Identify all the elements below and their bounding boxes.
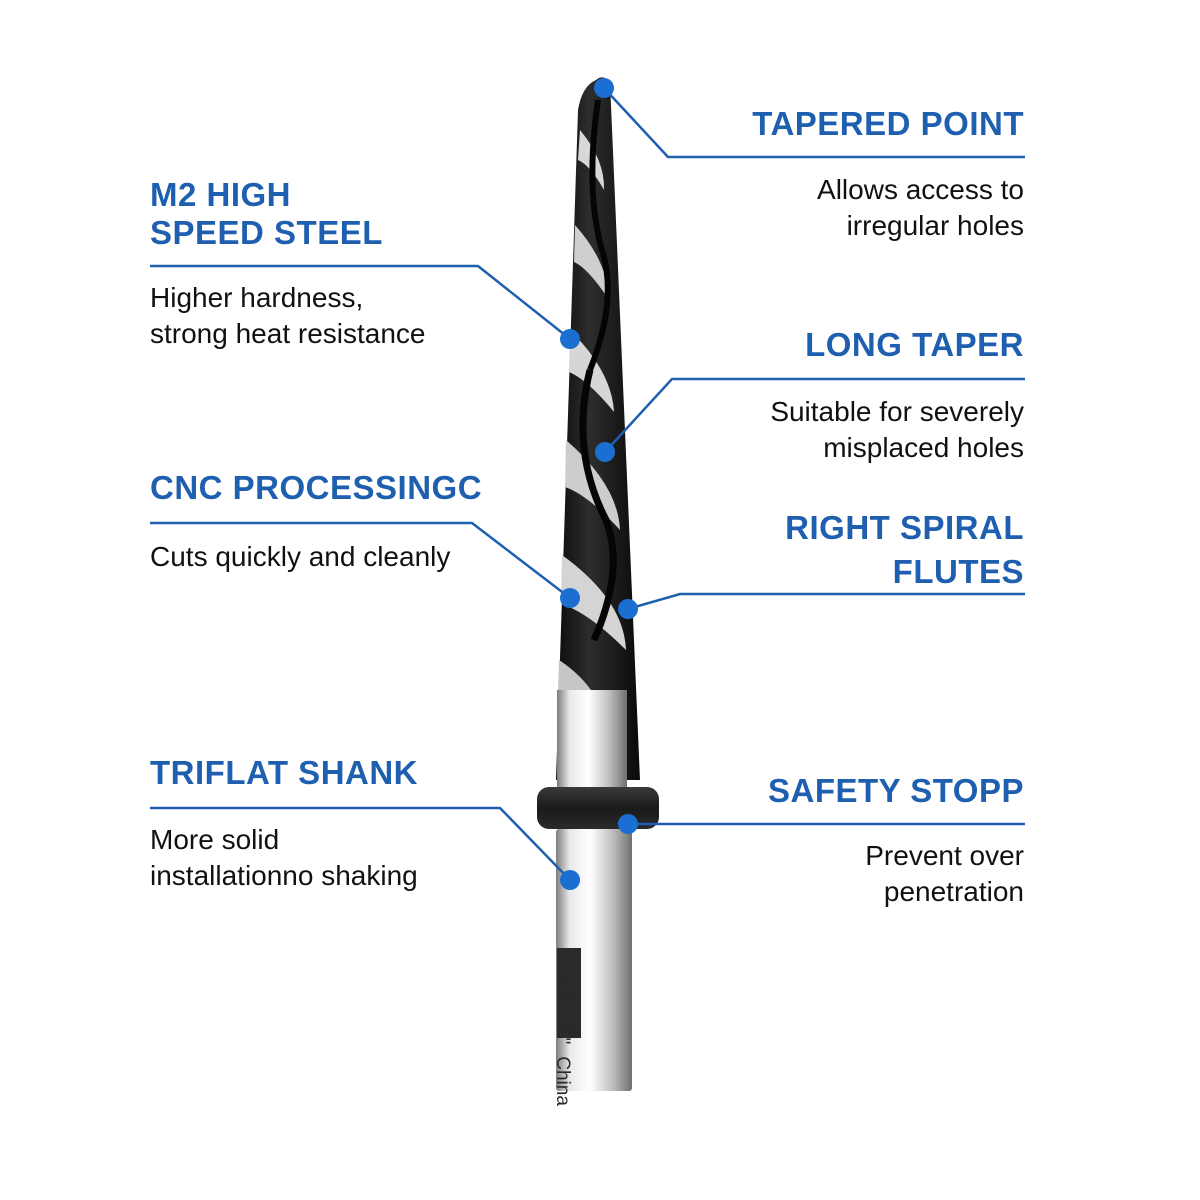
tapered-point-desc: Allows access to irregular holes (817, 172, 1024, 244)
m2-steel-title-line2: SPEED STEEL (150, 214, 383, 251)
cnc-processing-title: CNC PROCESSINGC (150, 469, 483, 506)
safety-stop-desc: Prevent over penetration (865, 838, 1024, 910)
dot-cnc (560, 588, 580, 608)
flute-highlight-2 (574, 225, 609, 300)
leader-m2-steel (150, 264, 571, 340)
tapered-point-desc-line1: Allows access to (817, 174, 1024, 205)
safety-stop-title: SAFETY STOPP (767, 772, 1024, 809)
right-spiral-title-line1: RIGHT SPIRAL (785, 509, 1024, 546)
safety-stop-desc-line1: Prevent over (865, 840, 1024, 871)
shank-origin: China (552, 1056, 573, 1106)
triflat-shank-desc: More solid installationno shaking (150, 822, 418, 894)
leader-tapered-point (603, 87, 1025, 159)
dot-long-taper (595, 442, 615, 462)
leader-right-spiral (627, 592, 1025, 611)
dot-right-spiral (618, 599, 638, 619)
leader-lines (150, 87, 1025, 881)
triflat-shank-desc-line1: More solid (150, 824, 280, 855)
dot-tapered-point (594, 78, 614, 98)
long-taper-desc-line1: Suitable for severely (770, 396, 1024, 427)
shank-marking: HSS 1/2" China (551, 960, 573, 1106)
dot-safety-stop (618, 814, 638, 834)
shank-size: 1/2" (552, 1011, 573, 1045)
flute-groove-2 (579, 369, 617, 642)
m2-steel-desc: Higher hardness, strong heat resistance (150, 280, 426, 352)
right-spiral-title: RIGHT SPIRAL FLUTES (785, 506, 1024, 594)
safety-stop-desc-line2: penetration (883, 876, 1024, 907)
flute-highlight-5 (561, 555, 626, 650)
right-spiral-title-line2: FLUTES (892, 553, 1024, 590)
leader-long-taper (604, 377, 1025, 453)
shank-flat (557, 948, 581, 1038)
m2-steel-desc-line1: Higher hardness, (150, 282, 364, 313)
tapered-point-desc-line2: irregular holes (846, 210, 1024, 241)
dot-m2-steel (560, 329, 580, 349)
tapered-point-title: TAPERED POINT (752, 105, 1024, 142)
long-taper-desc-line2: misplaced holes (823, 432, 1024, 463)
triflat-shank-desc-line2: installationno shaking (150, 860, 418, 891)
long-taper-title: LONG TAPER (805, 326, 1024, 363)
m2-steel-desc-line2: strong heat resistance (150, 318, 426, 349)
flute-groove-1 (587, 99, 611, 372)
shank-material: HSS (552, 960, 573, 1000)
drill-silver-neck (557, 690, 627, 790)
m2-steel-title: M2 HIGH SPEED STEEL (150, 176, 383, 252)
triflat-shank-title: TRIFLAT SHANK (150, 754, 419, 791)
leader-cnc (150, 521, 571, 599)
dot-triflat (560, 870, 580, 890)
cnc-processing-desc: Cuts quickly and cleanly (150, 541, 451, 572)
drill-bit (537, 77, 659, 1091)
leader-triflat (150, 806, 571, 881)
safety-stop-collar (537, 787, 659, 829)
m2-steel-title-line1: M2 HIGH (150, 176, 292, 213)
long-taper-desc: Suitable for severely misplaced holes (770, 394, 1024, 466)
marker-dots (560, 78, 638, 890)
